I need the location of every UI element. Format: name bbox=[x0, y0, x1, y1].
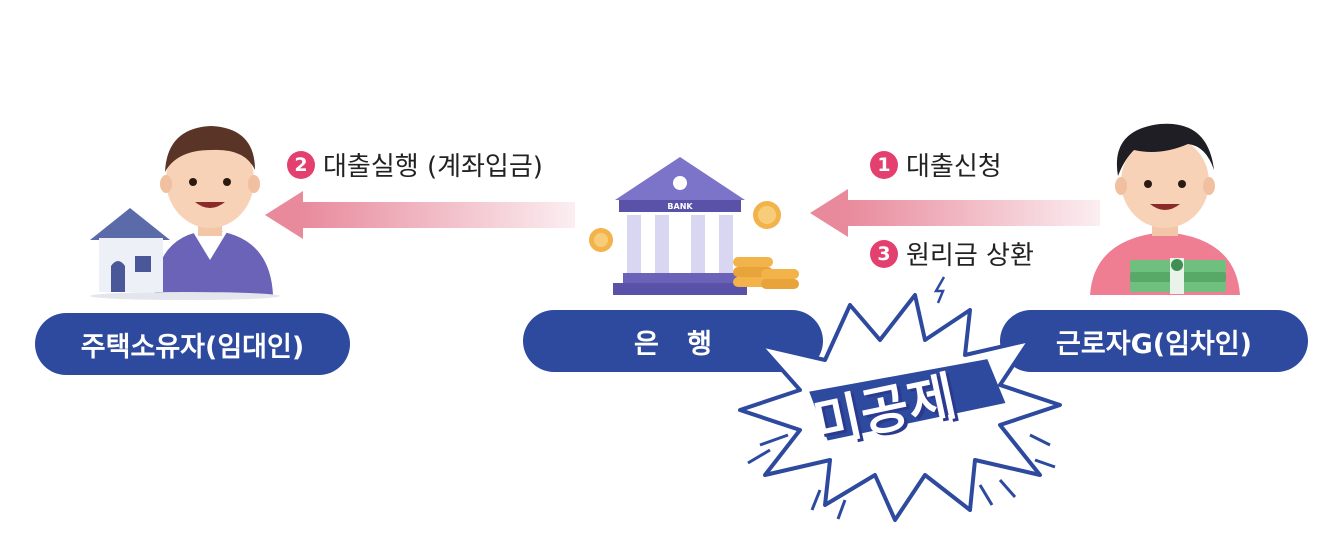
man-with-house-icon bbox=[90, 126, 280, 300]
explosion-burst-icon bbox=[738, 293, 1062, 522]
owner-label: 주택소유자(임대인) bbox=[80, 331, 305, 363]
step-1-label: 1 대출신청 bbox=[870, 146, 1002, 183]
bank-building-icon: BANK bbox=[589, 157, 799, 295]
step-2-label: 2 대출실행 (계좌입금) bbox=[287, 146, 543, 183]
bank-label: 은 행 bbox=[634, 328, 712, 360]
man-with-money-icon bbox=[1090, 123, 1240, 295]
arrow-loan-application bbox=[810, 189, 1100, 237]
step-2-text: 대출실행 (계좌입금) bbox=[323, 152, 543, 182]
step-2-badge: 2 bbox=[287, 150, 315, 179]
lightning-icon bbox=[933, 276, 946, 304]
step-1-text: 대출신청 bbox=[906, 152, 1002, 182]
step-3-text: 원리금 상환 bbox=[906, 241, 1034, 271]
step-1-badge: 1 bbox=[870, 150, 898, 179]
worker-pill: 근로자G(임차인) bbox=[1000, 310, 1308, 372]
step-3-label: 3 원리금 상환 bbox=[870, 235, 1034, 272]
bank-sign: BANK bbox=[667, 202, 693, 211]
owner-pill: 주택소유자(임대인) bbox=[35, 313, 350, 375]
worker-label: 근로자G(임차인) bbox=[1056, 328, 1252, 360]
arrow-loan-execution bbox=[265, 191, 575, 239]
step-3-badge: 3 bbox=[870, 239, 898, 268]
